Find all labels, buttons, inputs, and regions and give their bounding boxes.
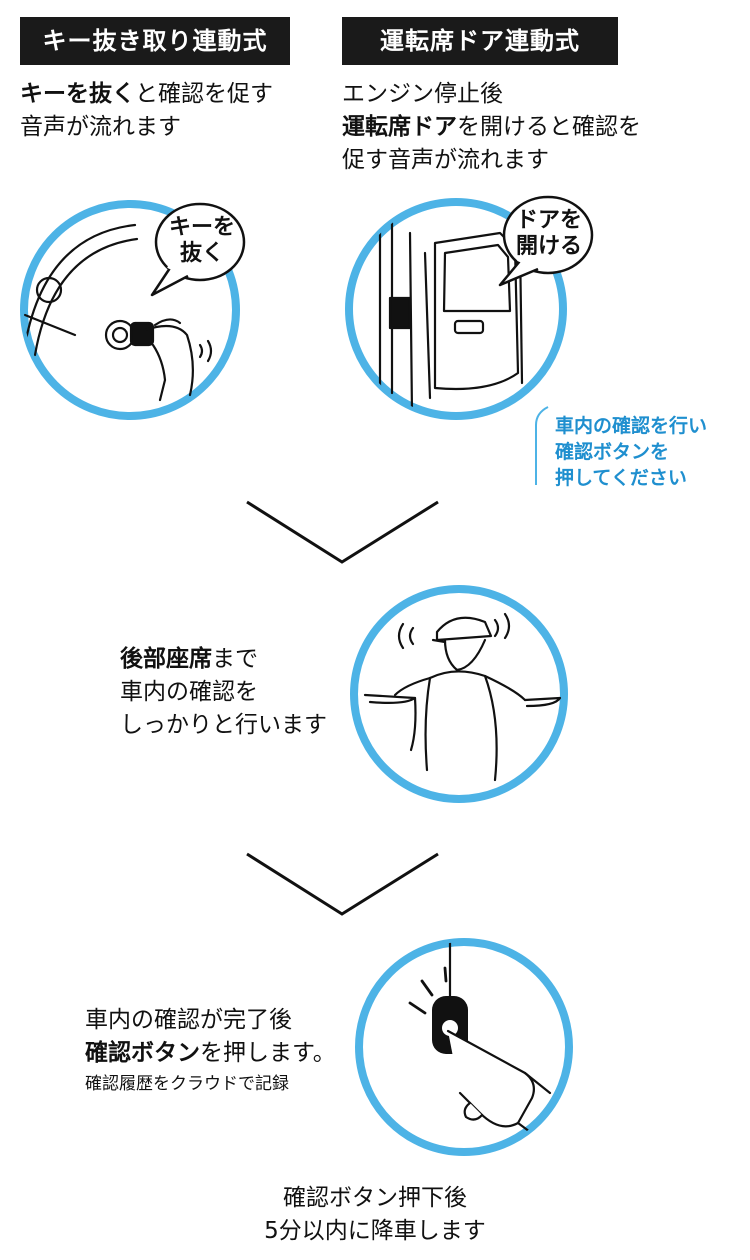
tag-driver-door: 運転席ドア連動式 [342,17,618,65]
left-desc-bold: キーを抜く [20,81,135,107]
final-line1: 確認ボタン押下後 [283,1185,467,1211]
step2-line3: しっかりと行います [120,712,327,738]
left-desc-rest: と確認を促す [135,81,273,107]
left-bubble-line1: キーを [168,215,235,240]
confirm-note: 車内の確認を行い 確認ボタンを 押してください [555,413,707,491]
confirm-note-line3: 押してください [555,467,687,489]
tag-key-removal: キー抜き取り連動式 [20,17,290,65]
step2-bold: 後部座席 [120,646,212,672]
right-desc-line3: 促す音声が流れます [342,147,549,173]
final-description: 確認ボタン押下後 5分以内に降車します [0,1182,750,1248]
right-bubble-line2: 開ける [515,234,582,259]
confirm-note-line2: 確認ボタンを [555,441,670,463]
left-desc-line2: 音声が流れます [20,114,181,140]
note-bracket-icon [535,406,549,485]
left-description: キーを抜くと確認を促す 音声が流れます [20,78,273,144]
right-description: エンジン停止後 運転席ドアを開けると確認を 促す音声が流れます [342,78,641,177]
final-line2: 5分以内に降車します [264,1218,486,1244]
step3-rest: を押します。 [200,1040,336,1066]
left-bubble-text: キーを 抜く [163,215,241,267]
chevron-down-icon [246,500,439,564]
chevron-down-icon [246,852,439,916]
step3-bold: 確認ボタン [85,1040,200,1066]
left-bubble-line2: 抜く [179,241,224,266]
step3-description: 車内の確認が完了後 確認ボタンを押します。 [85,1004,336,1070]
right-bubble-line1: ドアを [515,208,582,233]
driver-checking-icon [350,585,568,803]
step2-rest: まで [212,646,258,672]
speech-bubble-icon [498,195,594,287]
right-desc-line1: エンジン停止後 [342,81,503,107]
speech-bubble-icon [150,202,246,297]
step2-line2: 車内の確認を [120,679,258,705]
step3-cloud-note: 確認履歴をクラウドで記録 [85,1074,289,1094]
button-press-icon [355,938,573,1156]
right-desc-rest: を開けると確認を [457,114,641,140]
step3-line1: 車内の確認が完了後 [85,1007,292,1033]
confirm-note-line1: 車内の確認を行い [555,415,708,437]
right-bubble-text: ドアを 開ける [510,208,588,260]
right-desc-bold: 運転席ドア [342,114,457,140]
step2-description: 後部座席まで 車内の確認を しっかりと行います [120,643,327,742]
